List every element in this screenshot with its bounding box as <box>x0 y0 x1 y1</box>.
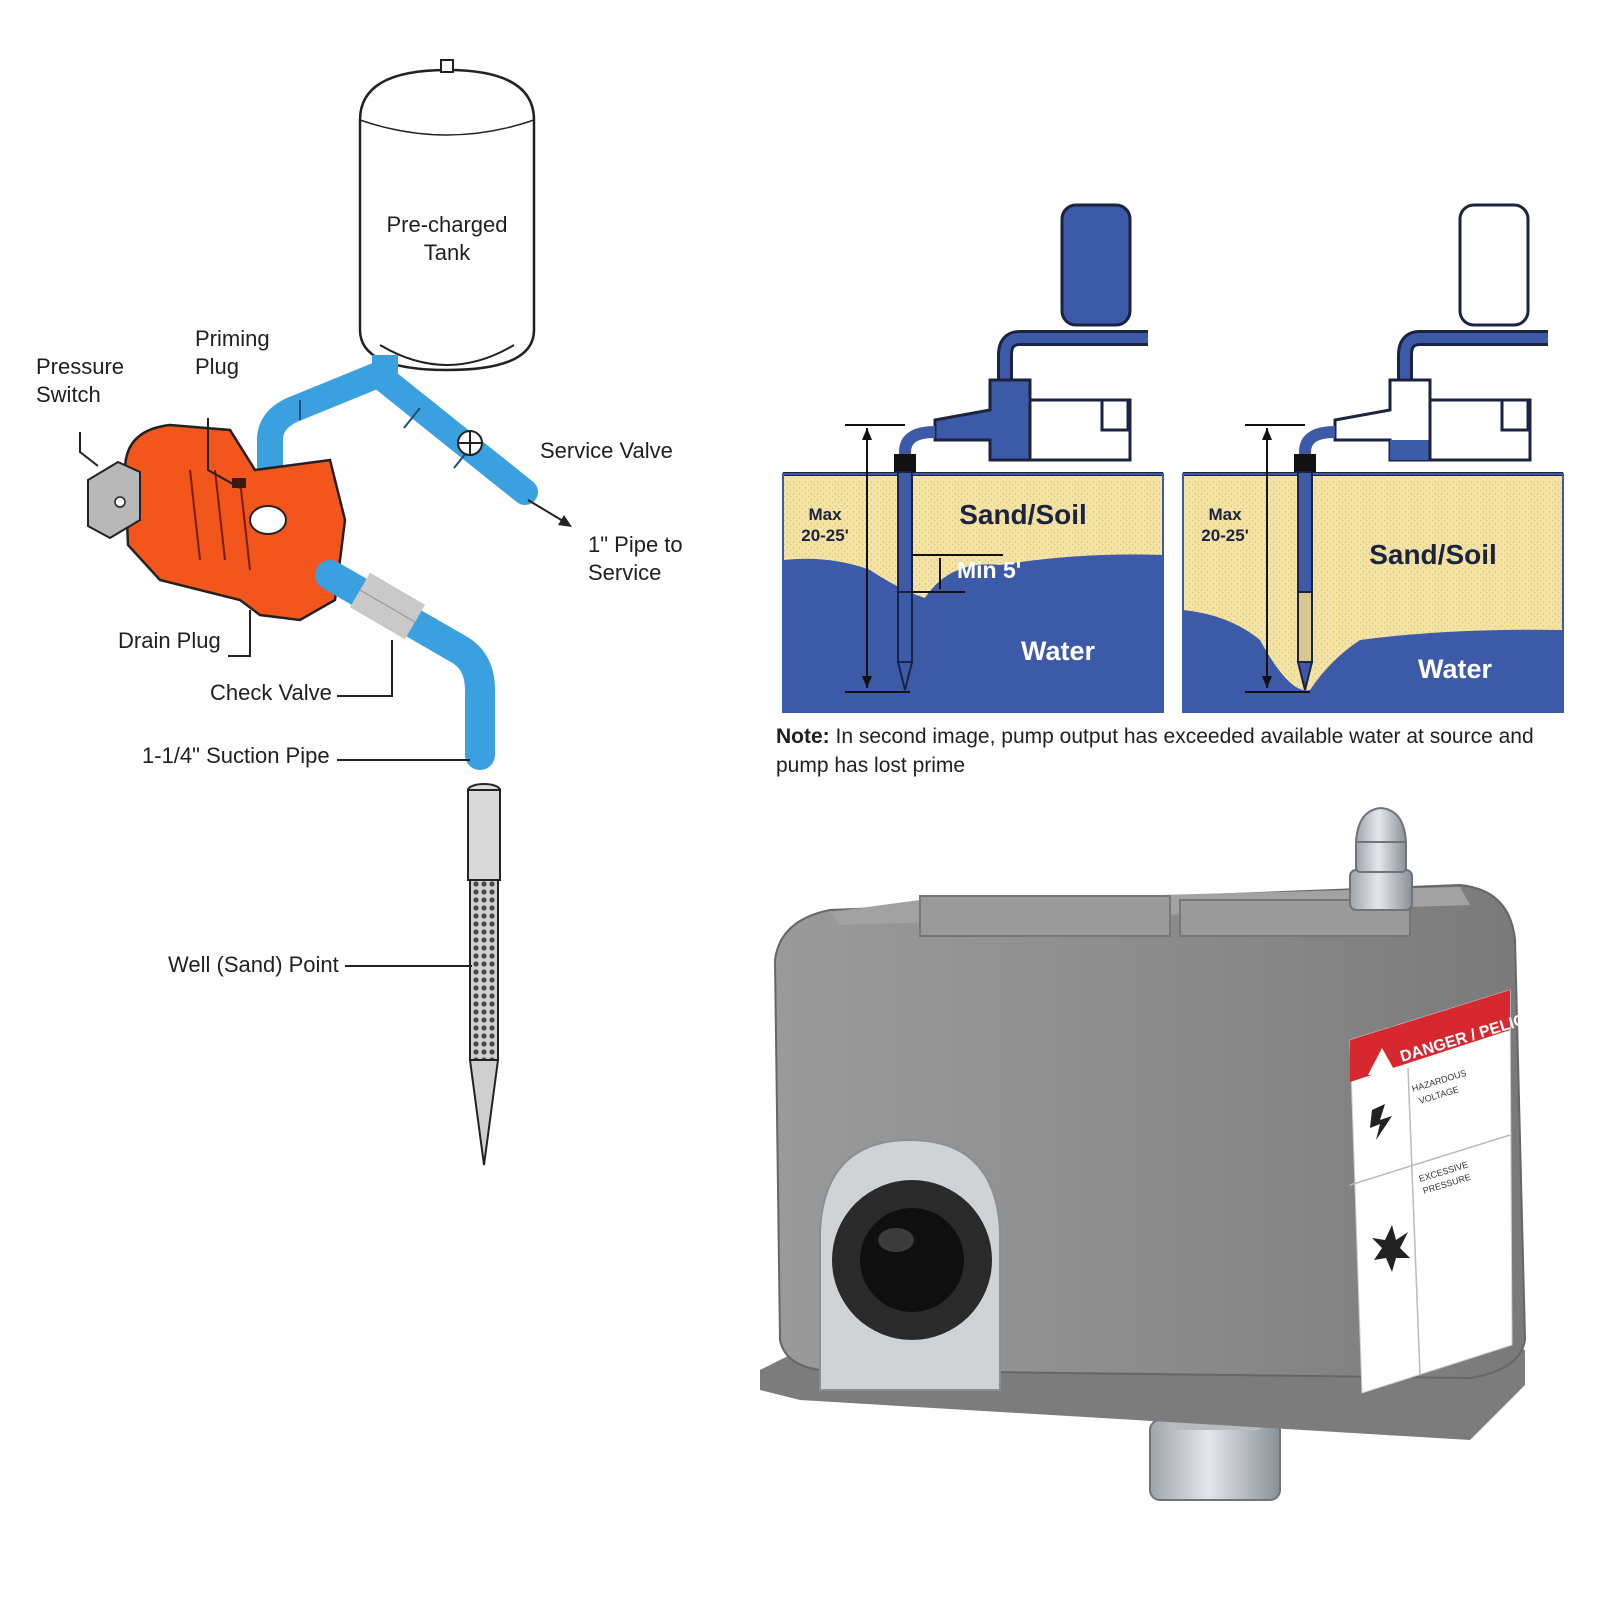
panel1-max-line1: Max <box>808 505 842 524</box>
well-point-label: Well (Sand) Point <box>168 952 339 977</box>
priming-plug-label-line1: Priming <box>195 326 270 351</box>
leader-lines <box>79 418 472 967</box>
pressure-switch-label-line1: Pressure <box>36 354 124 379</box>
priming-plug-label-line2: Plug <box>195 354 239 379</box>
water-table-panel-1 <box>782 203 1164 713</box>
suction-pipe-label: 1-1/4" Suction Pipe <box>142 743 330 768</box>
well-point <box>467 783 501 1166</box>
panel2-max-line2: 20-25' <box>1201 526 1249 545</box>
conduit-opening <box>819 1138 1001 1391</box>
panel1-max-line2: 20-25' <box>801 526 849 545</box>
drain-plug-label: Drain Plug <box>118 628 221 653</box>
discharge-piping <box>257 355 538 505</box>
panel2-max-line1: Max <box>1208 505 1242 524</box>
explosion-hazard-icon <box>1372 1225 1410 1272</box>
panel1-water-label: Water <box>1021 636 1096 666</box>
tank-label-line1: Pre-charged <box>386 212 507 237</box>
panel2-soil-label: Sand/Soil <box>1369 539 1497 570</box>
jet-pump <box>123 423 347 622</box>
pressure-switch-label-line2: Switch <box>36 382 101 407</box>
warning-triangle-icon <box>1368 1048 1396 1075</box>
precharged-tank <box>358 59 536 372</box>
service-arrow-head-icon <box>558 515 572 527</box>
diagram-note: Note: In second image, pump output has e… <box>776 722 1576 780</box>
water-table-panel-2 <box>1182 203 1564 713</box>
note-text: In second image, pump output has exceede… <box>776 725 1534 777</box>
top-nut <box>1349 806 1413 911</box>
panel1-soil-label: Sand/Soil <box>959 499 1087 530</box>
note-label: Note: <box>776 725 830 748</box>
shock-hazard-icon <box>1370 1104 1392 1140</box>
pipe-to-service-label-line2: Service <box>588 560 661 585</box>
panel1-min-label: Min 5' <box>957 557 1021 583</box>
service-valve <box>457 430 483 456</box>
danger-label <box>1349 989 1513 1394</box>
service-valve-label: Service Valve <box>540 438 673 463</box>
check-valve-label: Check Valve <box>210 680 332 705</box>
tank-label-line2: Tank <box>424 240 471 265</box>
suction-piping <box>315 560 495 770</box>
pressure-switch-photo <box>760 806 1527 1501</box>
install-diagram: Pre-charged Tank <box>36 59 683 1166</box>
pipe-to-service-label-line1: 1" Pipe to <box>588 532 683 557</box>
panel2-water-label: Water <box>1418 654 1493 684</box>
pressure-switch-box <box>87 460 141 540</box>
